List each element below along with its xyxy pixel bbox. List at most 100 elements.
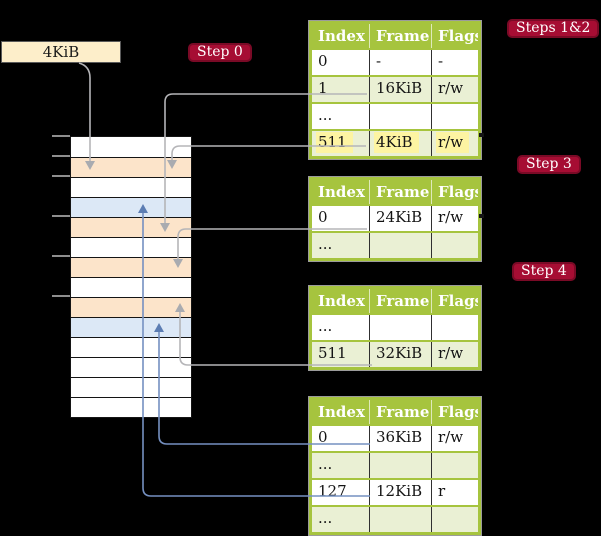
cell-value: 0 — [318, 52, 328, 70]
memory-tick — [52, 255, 70, 257]
memory-row-page — [71, 317, 191, 337]
table-cell: r/w — [432, 206, 478, 231]
column-header-index: Index — [312, 24, 370, 48]
memory-row-free — [71, 397, 191, 417]
table-cell: r/w — [432, 426, 478, 451]
table-cell: - — [432, 50, 478, 75]
badge-step-3: Step 3 — [517, 155, 581, 174]
cell-value: 16KiB — [376, 79, 423, 97]
table-cell: - — [370, 50, 432, 75]
table-row: ... — [312, 313, 478, 340]
table-header-row: IndexFrameFlags — [312, 289, 478, 313]
cell-value: - — [376, 52, 382, 70]
cell-value: 511 — [318, 344, 347, 362]
memory-row-pagetable — [71, 297, 191, 317]
memory-row-free — [71, 137, 191, 157]
table-cell — [370, 233, 432, 258]
cell-value: ... — [318, 317, 333, 335]
table-cell: 0 — [312, 50, 370, 75]
memory-row-page — [71, 197, 191, 217]
column-header-frame: Frame — [370, 24, 432, 48]
table-cell — [370, 104, 432, 129]
table-cell: 0 — [312, 426, 370, 451]
table-cell — [370, 507, 432, 532]
cell-value: ... — [318, 509, 333, 527]
memory-tick — [52, 175, 70, 177]
table-cell — [432, 233, 478, 258]
memory-stack — [70, 136, 192, 418]
memory-row-free — [71, 277, 191, 297]
cell-value: ... — [318, 235, 333, 253]
highlighted-value: r/w — [436, 132, 470, 153]
cell-value: 36KiB — [376, 428, 423, 446]
table-cell: 24KiB — [370, 206, 432, 231]
cell-value: 0 — [318, 208, 328, 226]
table-cell: r/w — [432, 342, 478, 367]
cell-value: r/w — [438, 428, 464, 446]
highlighted-value: 511 — [316, 132, 353, 153]
cell-value: 12KiB — [376, 482, 423, 500]
cell-value: - — [438, 52, 444, 70]
memory-tick — [52, 155, 70, 157]
column-header-index: Index — [312, 400, 370, 424]
table-row: 511 4KiB r/w — [312, 129, 478, 156]
table-cell: 127 — [312, 480, 370, 505]
table-row: ... — [312, 451, 478, 478]
cell-value: r/w — [438, 344, 464, 362]
frame-address-label: 4KiB — [1, 41, 121, 63]
table-cell: ... — [312, 315, 370, 340]
memory-row-free — [71, 377, 191, 397]
cell-value: ... — [318, 106, 333, 124]
memory-row-free — [71, 237, 191, 257]
table-row: ... — [312, 102, 478, 129]
cell-value: 32KiB — [376, 344, 423, 362]
cell-value: ... — [318, 455, 333, 473]
column-header-flags: Flags — [438, 292, 478, 310]
table-cell: r/w — [432, 131, 478, 156]
column-header-index: Index — [312, 180, 370, 204]
table-cell — [432, 315, 478, 340]
cell-value: r/w — [438, 208, 464, 226]
column-header-frame: Frame — [370, 180, 432, 204]
memory-tick — [52, 135, 70, 137]
badge-step-4: Step 4 — [512, 262, 576, 281]
table-cell: 32KiB — [370, 342, 432, 367]
memory-row-pagetable — [71, 257, 191, 277]
table-header-row: IndexFrameFlags — [312, 180, 478, 204]
cell-value: 1 — [318, 79, 328, 97]
memory-row-pagetable — [71, 157, 191, 177]
table-cell — [370, 315, 432, 340]
page-table-step-4: IndexFrameFlags... 511 32KiB r/w — [308, 285, 482, 371]
cell-value: 127 — [318, 482, 347, 500]
table-cell: 1 — [312, 77, 370, 102]
table-cell: r/w — [432, 77, 478, 102]
memory-row-free — [71, 337, 191, 357]
cell-value: r — [438, 482, 446, 500]
badge-step-0: Step 0 — [188, 43, 252, 62]
table-cell: 0 — [312, 206, 370, 231]
highlighted-value: 4KiB — [374, 132, 419, 153]
table-cell — [432, 453, 478, 478]
table-cell: ... — [312, 507, 370, 532]
table-cell: 16KiB — [370, 77, 432, 102]
column-header-frame: Frame — [370, 400, 432, 424]
column-header-flags: Flags — [438, 403, 478, 421]
memory-tick — [52, 295, 70, 297]
table-cell — [370, 453, 432, 478]
page-table-step-3: IndexFrameFlags 0 24KiB r/w... — [308, 176, 482, 262]
table-cell: r — [432, 480, 478, 505]
table-cell: ... — [312, 104, 370, 129]
table-cell: 511 — [312, 131, 370, 156]
table-cell: ... — [312, 233, 370, 258]
table-cell: ... — [312, 453, 370, 478]
cell-value: 24KiB — [376, 208, 423, 226]
badge-steps-1-2: Steps 1&2 — [507, 19, 600, 38]
table-row: 127 12KiB r — [312, 478, 478, 505]
cell-value: r/w — [438, 79, 464, 97]
table-row: 0 - - — [312, 48, 478, 75]
table-cell: 12KiB — [370, 480, 432, 505]
table-row: 511 32KiB r/w — [312, 340, 478, 367]
